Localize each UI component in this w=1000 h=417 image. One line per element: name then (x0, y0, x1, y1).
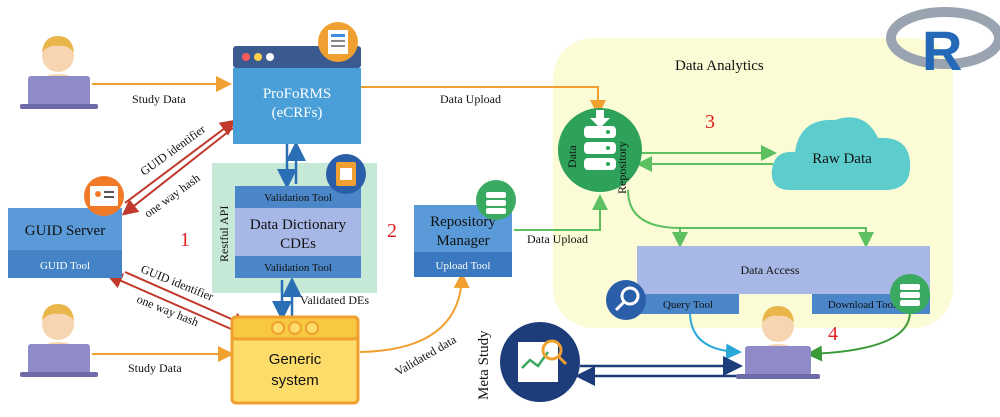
proforms-node: ProFoRMS (eCRFs) (233, 22, 361, 144)
dd-title-line2: CDEs (280, 236, 316, 252)
edge-guid-identifier-top (124, 119, 237, 204)
raw-data-title: Raw Data (812, 151, 872, 167)
edge-label-study-data-top: Study Data (132, 92, 186, 106)
edge-label-data-upload-top: Data Upload (440, 92, 501, 106)
user-analyst (736, 306, 820, 379)
generic-title-line1: Generic (269, 351, 322, 368)
r-logo: R (886, 7, 1000, 82)
meta-study-label: Meta Study (476, 330, 492, 400)
edge-label-guid-identifier-top: GUID identifier (138, 122, 209, 179)
download-tool-label: Download Tool (828, 299, 896, 311)
laptop-icon (28, 344, 90, 374)
user-top (20, 36, 98, 109)
user-bottom (20, 304, 98, 377)
edge-query-to-user (689, 311, 742, 360)
dd-bottom-tool: Validation Tool (264, 262, 332, 274)
raw-data-node: Raw Data (771, 117, 911, 190)
meta-study-node: Meta Study (476, 322, 580, 402)
proforms-title-line1: ProFoRMS (263, 86, 331, 102)
edge-guid-identifier-bottom (124, 271, 249, 328)
data-access-node: Data Access Query Tool Download Tool (606, 246, 930, 320)
data-dictionary-node: Validation Tool Data Dictionary CDEs Val… (217, 154, 366, 278)
laptop-icon (745, 346, 811, 376)
proforms-title-line2: (eCRFs) (272, 105, 323, 121)
data-analytics-title: Data Analytics (675, 58, 764, 74)
edge-repo-to-data-access (627, 189, 874, 248)
repo-manager-title-line1: Repository (430, 214, 496, 230)
repository-manager-node: Repository Manager Upload Tool (414, 180, 516, 277)
search-icon (606, 280, 646, 320)
step-number-2: 2 (387, 220, 397, 242)
guid-server-node: GUID Server GUID Tool (8, 176, 124, 278)
edge-data-upload-mid (514, 194, 608, 231)
guid-tool-label: GUID Tool (40, 260, 90, 272)
dd-top-tool: Validation Tool (264, 192, 332, 204)
edge-label-study-data-bottom: Study Data (128, 361, 182, 375)
dd-side-label: Restful API (217, 206, 231, 262)
step-number-1: 1 (180, 229, 190, 251)
step-number-4: 4 (828, 323, 838, 345)
laptop-icon (28, 76, 90, 106)
upload-tool-label: Upload Tool (436, 260, 491, 272)
data-access-title: Data Access (741, 263, 800, 277)
repo-manager-title-line2: Manager (436, 233, 489, 249)
edge-download-to-user (806, 311, 911, 362)
edge-one-way-hash-bottom (106, 273, 239, 333)
edge-label-data-upload-mid: Data Upload (527, 232, 588, 246)
edge-label-one-way-hash-top: one way hash (142, 171, 203, 221)
guid-server-title: GUID Server (25, 223, 105, 239)
step-number-3: 3 (705, 111, 715, 133)
edge-validated-data (359, 272, 470, 353)
generic-title-line2: system (271, 372, 319, 389)
edge-label-validated-des: Validated DEs (300, 293, 369, 307)
query-tool-label: Query Tool (663, 299, 713, 311)
edge-one-way-hash-top (121, 127, 234, 216)
cloud-icon (771, 117, 911, 190)
repository-label-right: Repository (615, 141, 629, 194)
dd-title-line1: Data Dictionary (250, 217, 347, 233)
repository-label-left: Data (565, 145, 579, 168)
edge-data-upload-top (360, 86, 606, 116)
r-logo-letter: R (922, 19, 962, 82)
generic-system-node: Generic system (230, 315, 360, 405)
data-repository-node: Data Repository (558, 108, 642, 194)
